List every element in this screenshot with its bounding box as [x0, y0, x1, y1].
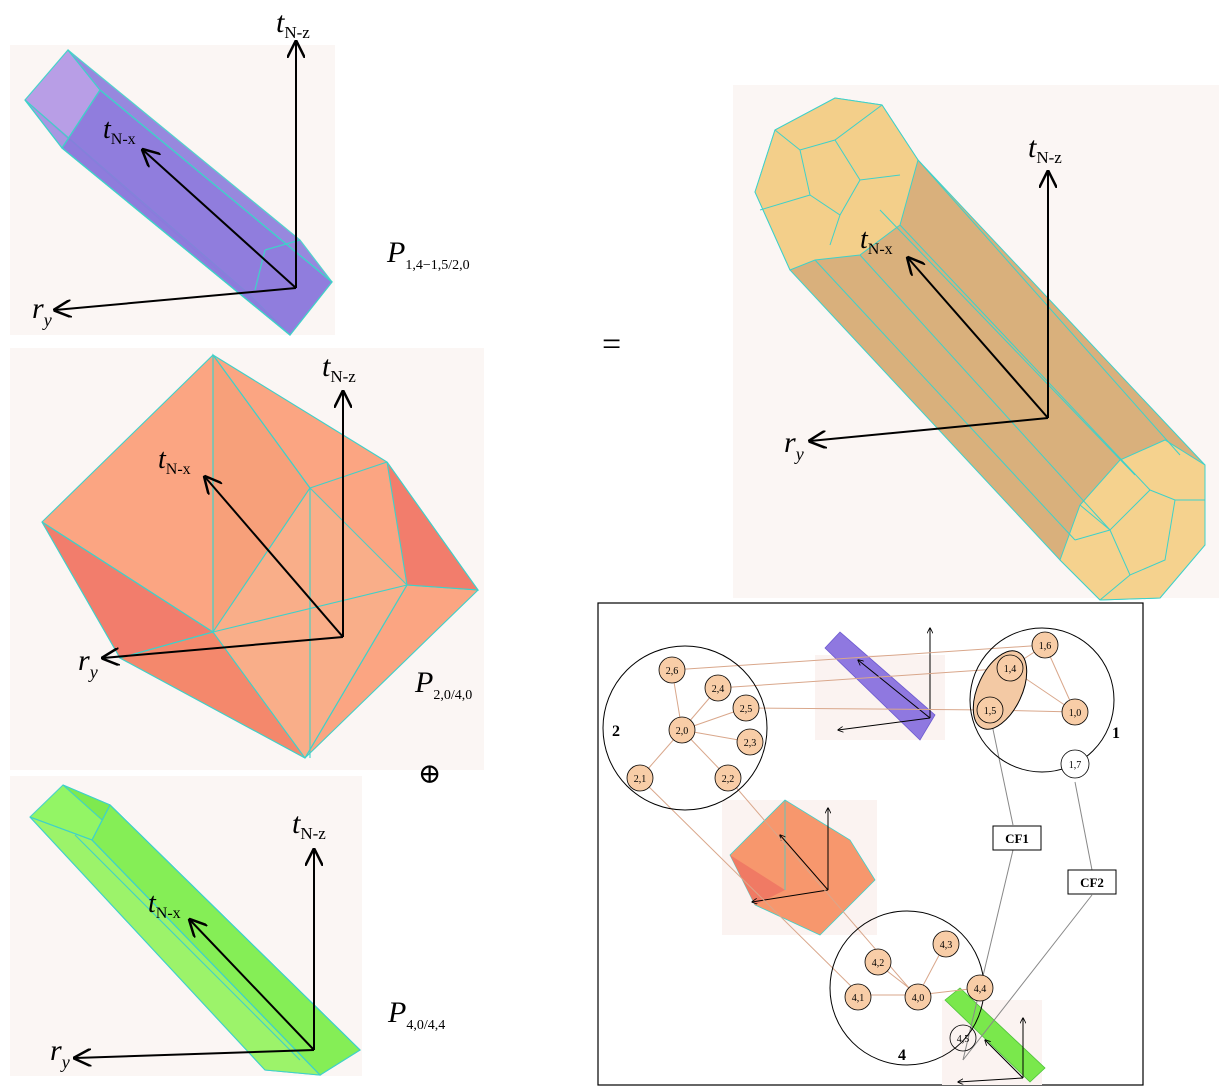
svg-text:1,5: 1,5 — [984, 706, 997, 717]
panel-result-polytope: tN-z tN-x ry — [733, 85, 1219, 600]
node-2-1: 2,1 — [627, 765, 653, 791]
polytope-p3-label: P4,0/4,4 — [387, 996, 445, 1033]
svg-text:4,3: 4,3 — [940, 940, 953, 951]
node-2-2: 2,2 — [715, 765, 741, 791]
svg-text:CF1: CF1 — [1005, 831, 1029, 846]
direct-sum-operator-2: ⊕ — [418, 759, 441, 790]
node-1-5: 1,5 — [977, 697, 1003, 723]
node-4-0: 4,0 — [905, 984, 931, 1010]
svg-text:4,4: 4,4 — [974, 984, 987, 995]
svg-text:1,7: 1,7 — [1069, 760, 1082, 771]
node-1-0: 1,0 — [1062, 699, 1088, 725]
svg-text:1,0: 1,0 — [1069, 708, 1082, 719]
node-2-4: 2,4 — [705, 675, 731, 701]
svg-text:CF2: CF2 — [1080, 875, 1104, 890]
svg-text:2,0: 2,0 — [676, 726, 689, 737]
node-4-1: 4,1 — [845, 984, 871, 1010]
panel-purple-polytope: tN-z tN-x ry P1,4−1,5/2,0 — [10, 6, 470, 335]
panel-green-polytope: tN-z tN-x ry P4,0/4,4 — [10, 776, 445, 1076]
node-1-6: 1,6 — [1032, 632, 1058, 658]
constraint-box-cf1: CF1 — [993, 826, 1041, 850]
svg-text:2,5: 2,5 — [740, 704, 753, 715]
cluster-label-4: 4 — [898, 1047, 906, 1064]
svg-text:2,4: 2,4 — [712, 684, 725, 695]
svg-text:2,1: 2,1 — [634, 774, 647, 785]
svg-text:2,2: 2,2 — [722, 774, 735, 785]
node-2-0: 2,0 — [669, 717, 695, 743]
svg-text:1,4: 1,4 — [1004, 664, 1017, 675]
svg-text:4,1: 4,1 — [852, 993, 865, 1004]
panel-orange-polytope: tN-z tN-x ry P2,0/4,0 — [10, 348, 484, 770]
node-4-4: 4,4 — [967, 975, 993, 1001]
node-4-3: 4,3 — [933, 931, 959, 957]
svg-text:4,5: 4,5 — [957, 1034, 970, 1045]
equals-sign: = — [602, 326, 621, 363]
node-4-2: 4,2 — [865, 949, 891, 975]
t-nz-label: tN-z — [276, 6, 310, 42]
node-1-4: 1,4 — [997, 655, 1023, 681]
cluster-label-1: 1 — [1112, 725, 1120, 742]
cluster-label-2: 2 — [612, 723, 620, 740]
svg-text:1,6: 1,6 — [1039, 641, 1052, 652]
node-1-7: 1,7 — [1061, 750, 1089, 778]
decomposition-graph-inset: 2 1 4 2,6 2,4 2,5 2,0 2,3 2,1 2,2 1,6 1,… — [598, 603, 1143, 1085]
mini-orange-polytope — [722, 800, 877, 935]
svg-text:2,3: 2,3 — [744, 738, 757, 749]
svg-text:2,6: 2,6 — [666, 666, 679, 677]
svg-text:4,2: 4,2 — [872, 958, 885, 969]
polytope-p1-label: P1,4−1,5/2,0 — [386, 236, 470, 273]
node-2-5: 2,5 — [733, 695, 759, 721]
node-2-3: 2,3 — [737, 729, 763, 755]
svg-text:4,0: 4,0 — [912, 993, 925, 1004]
constraint-box-cf2: CF2 — [1068, 870, 1116, 894]
node-2-6: 2,6 — [659, 657, 685, 683]
